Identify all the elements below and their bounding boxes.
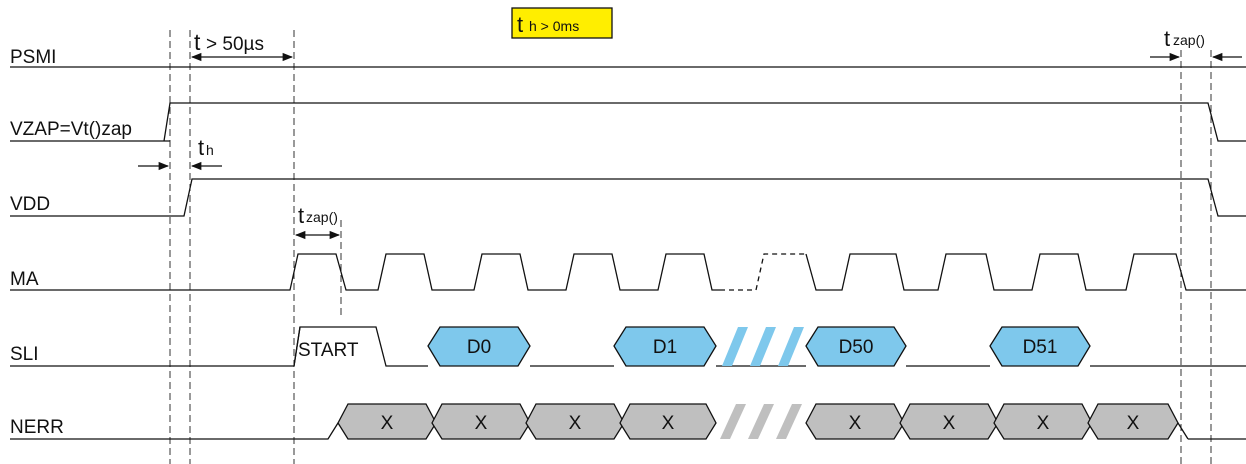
sli-cell-d1-label: D1 xyxy=(653,337,677,358)
nerr-cell-label: X xyxy=(1037,413,1050,434)
sli-cell-d51-label: D51 xyxy=(1023,337,1058,358)
nerr-cell-label: X xyxy=(381,413,394,434)
sli-cell-d0-label: D0 xyxy=(467,337,491,358)
annotation-tzap-main: t xyxy=(298,203,304,228)
annotation-tzap: t zap() xyxy=(294,203,341,240)
guide-lines xyxy=(169,30,1212,464)
annotation-tzap-end-main: t xyxy=(1164,26,1170,51)
nerr-cell-label: X xyxy=(849,413,862,434)
signal-psmi-label: PSMI xyxy=(10,47,56,68)
signal-vdd: VDD xyxy=(10,178,1246,217)
signal-vzap-label: VZAP=Vt()zap xyxy=(10,119,132,140)
annotation-tzap-end-sub: zap() xyxy=(1173,32,1205,48)
annotation-th-box: t h > 0ms xyxy=(511,7,613,39)
signal-ma-label: MA xyxy=(10,269,39,290)
sli-break-marks xyxy=(722,327,804,366)
annotation-th: t h xyxy=(138,135,222,171)
annotation-t-50us-main: t xyxy=(194,29,201,55)
sli-cell-d51 xyxy=(989,326,1091,367)
nerr-cell xyxy=(619,403,717,440)
nerr-cell-label: X xyxy=(475,413,488,434)
signal-psmi: PSMI xyxy=(10,47,1246,68)
signal-ma: MA xyxy=(10,253,1246,291)
annotation-th-box-main: t xyxy=(517,12,523,37)
nerr-break-marks xyxy=(720,404,802,439)
sli-cell-d50 xyxy=(805,326,907,367)
sli-cell-d50-label: D50 xyxy=(839,337,874,358)
signal-nerr-label: NERR xyxy=(10,417,64,438)
sli-cell-d0 xyxy=(427,326,531,367)
annotation-t-50us-cond: > 50µs xyxy=(206,34,264,55)
sli-cell-start: START xyxy=(298,340,359,361)
nerr-cell xyxy=(1087,403,1179,440)
signal-vzap: VZAP=Vt()zap xyxy=(10,102,1246,142)
signal-sli-label: SLI xyxy=(10,344,39,365)
annotation-th-main: t xyxy=(198,135,204,160)
signal-sli: SLI START D0 D1 D50 D51 xyxy=(10,326,1246,367)
annotation-t-50us: t > 50µs xyxy=(190,29,294,62)
nerr-cell-label: X xyxy=(569,413,582,434)
nerr-cell-label: X xyxy=(662,413,675,434)
sli-cell-d1 xyxy=(613,326,717,367)
annotation-tzap-sub: zap() xyxy=(306,209,338,225)
annotation-th-sub: h xyxy=(206,142,214,158)
nerr-cell-label: X xyxy=(943,413,956,434)
annotation-tzap-end: t zap() xyxy=(1150,26,1242,62)
signal-vdd-label: VDD xyxy=(10,194,50,215)
signal-nerr: NERR X X X X X X X X xyxy=(10,403,1246,440)
nerr-cell-label: X xyxy=(1127,413,1140,434)
annotation-th-box-sub: h > 0ms xyxy=(529,18,579,34)
